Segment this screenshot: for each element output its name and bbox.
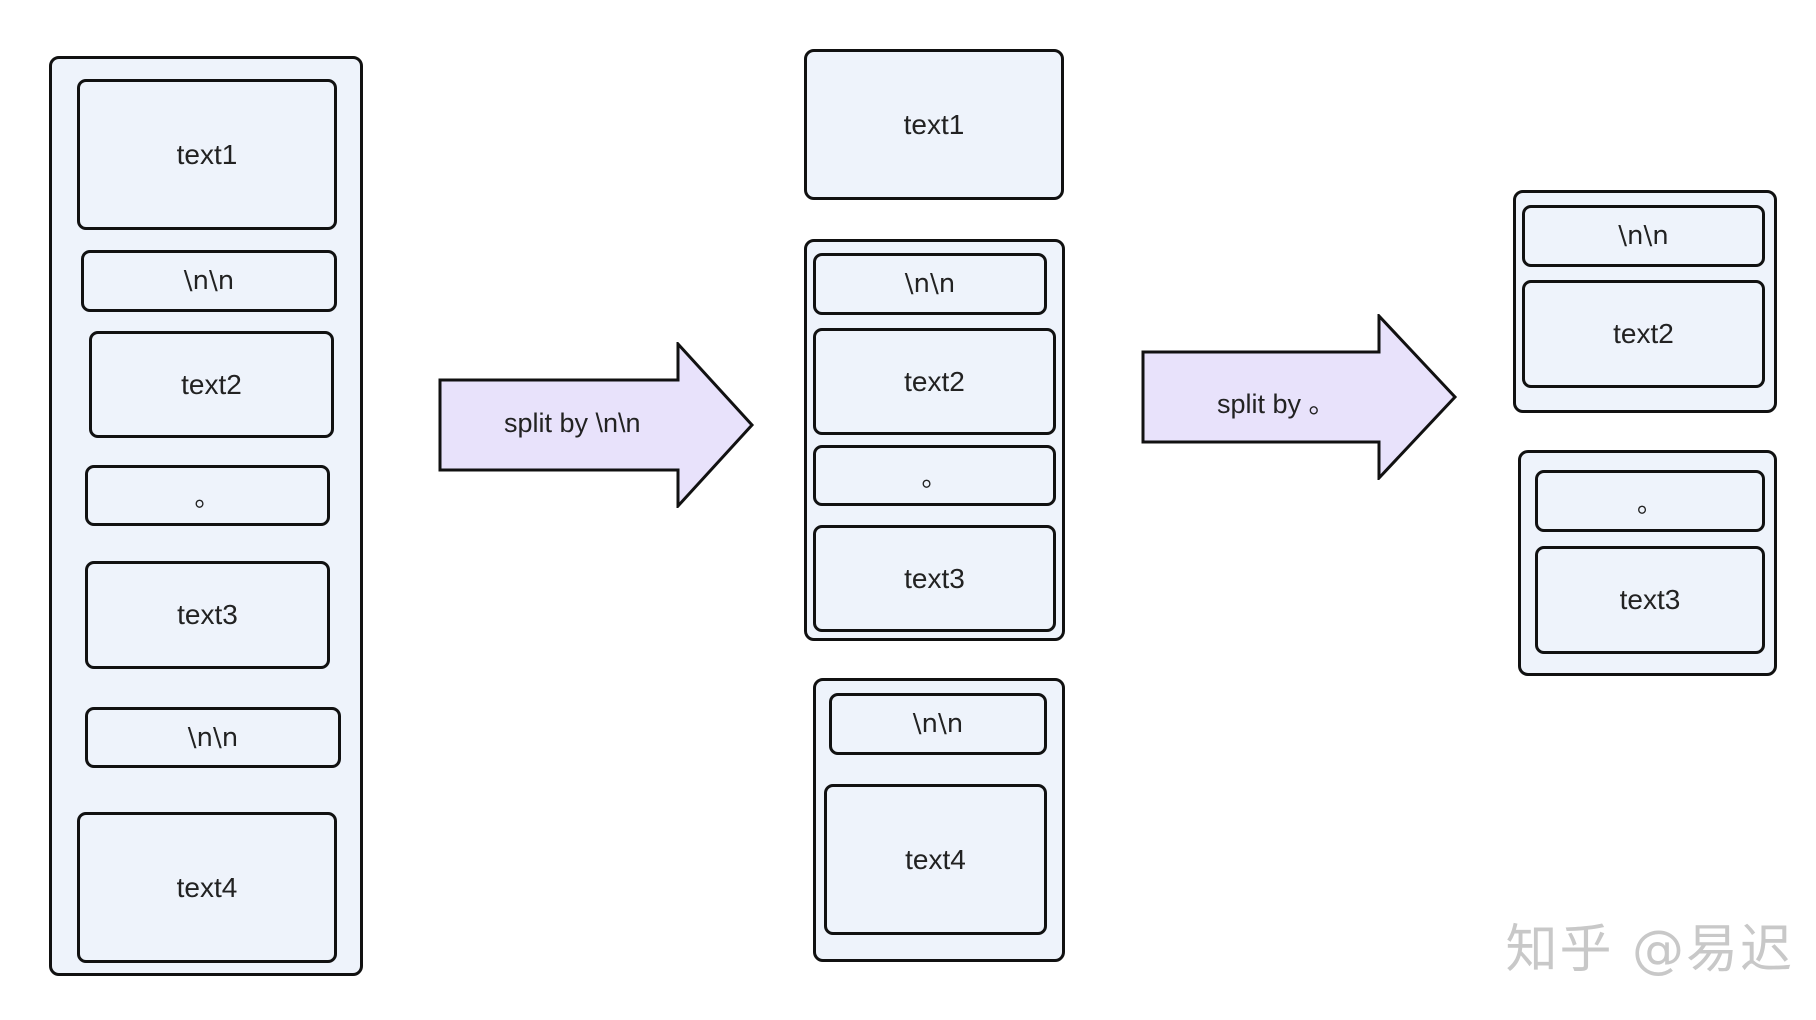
segment-text2: text2 [89, 331, 334, 438]
segment-text4: text4 [77, 812, 337, 963]
segment-separator-period: 。 [85, 465, 330, 526]
chunk-a-text1: text1 [903, 108, 965, 140]
chunk-b-text2: text2 [813, 328, 1056, 435]
chunk-c-text4: text4 [824, 784, 1047, 935]
split-arrow-1: split by \n\n [438, 342, 756, 508]
arrow-1-shape [438, 342, 755, 508]
arrow-1-label: split by \n\n [504, 408, 641, 438]
chunk-b-text3: text3 [813, 525, 1056, 632]
subchunk-b-separator-period: 。 [1535, 470, 1765, 532]
segment-text3: text3 [85, 561, 330, 669]
chunk-c-separator-newlines: \n\n [829, 693, 1047, 755]
chunk-b-separator-period: 。 [813, 445, 1056, 506]
chunk-b-separator-newlines: \n\n [813, 253, 1047, 315]
segment-separator-newlines: \n\n [81, 250, 337, 312]
arrow-2-label: split by 。 [1217, 389, 1336, 419]
subchunk-b-text3: text3 [1535, 546, 1765, 654]
segment-separator-newlines: \n\n [85, 707, 341, 768]
subchunk-a-text2: text2 [1522, 280, 1765, 388]
chunk-a-container [804, 49, 1064, 200]
watermark: 知乎 @易迟 [1505, 920, 1794, 980]
subchunk-a-separator-newlines: \n\n [1522, 205, 1765, 267]
split-arrow-2: split by 。 [1141, 314, 1459, 480]
segment-text1: text1 [77, 79, 337, 230]
arrow-2-shape [1141, 314, 1458, 480]
